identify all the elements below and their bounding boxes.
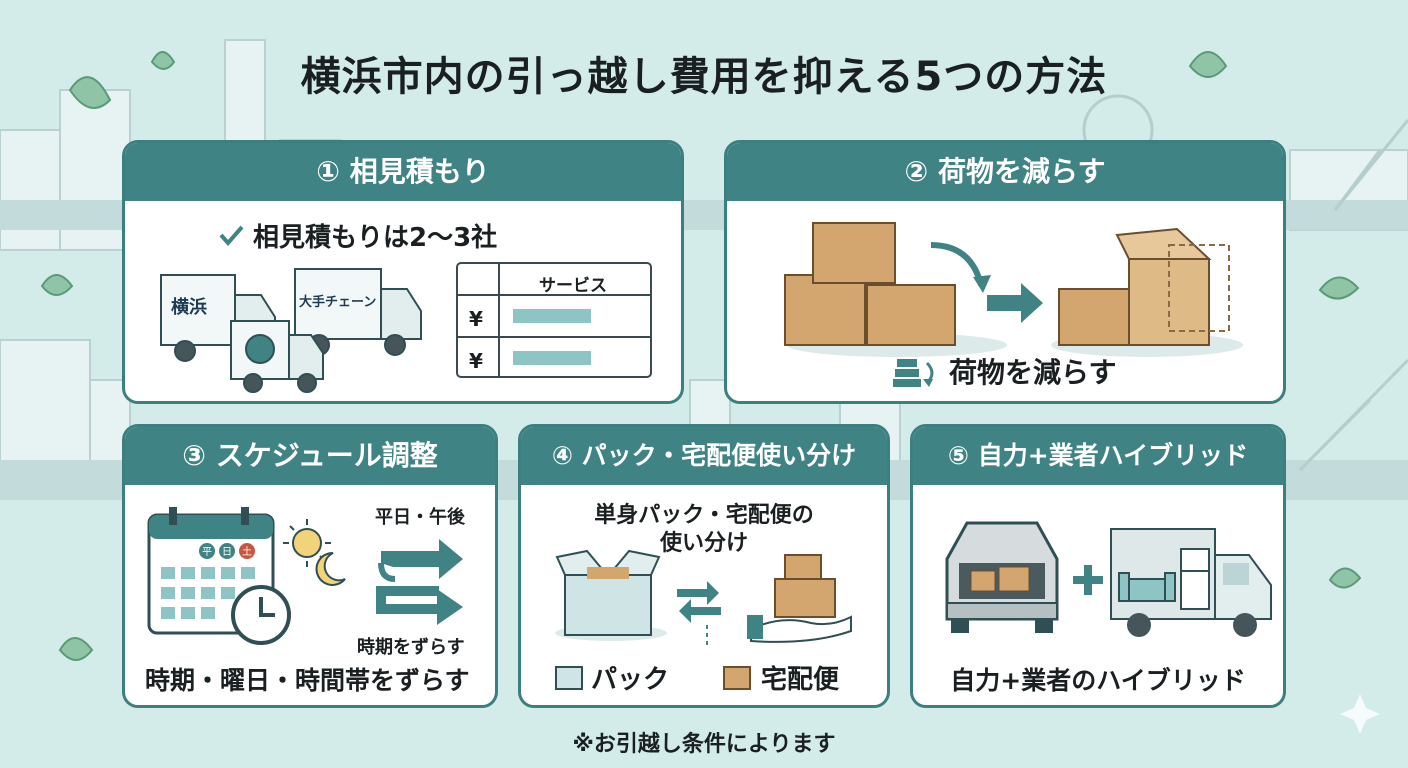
- footnote: ※お引越し条件によります: [572, 732, 836, 757]
- card-heading: ③ スケジュール調整: [125, 427, 495, 485]
- card-heading: ④ パック・宅配便使い分け: [521, 427, 887, 485]
- sparkle-icon: [1340, 694, 1380, 734]
- card-caption: 荷物を減らす: [949, 356, 1117, 389]
- sun-icon: [292, 528, 322, 558]
- stack-icon: [893, 359, 934, 387]
- card-caption: 自力+業者のハイブリッド: [950, 666, 1246, 695]
- box-icon: [555, 666, 583, 690]
- card-heading: ② 荷物を減らす: [727, 143, 1283, 201]
- exchange-icon: [677, 581, 721, 623]
- sun-moon-icon: [283, 519, 346, 586]
- day-chip-saturday: 土: [242, 545, 252, 558]
- leaf-icon: [40, 51, 1362, 661]
- sofa-icon: [1118, 572, 1176, 602]
- check-text: 相見積もりは2〜3社: [253, 223, 498, 253]
- price-table: [456, 262, 652, 378]
- table-header: サービス: [539, 276, 607, 296]
- box-icon: [784, 222, 1243, 357]
- table-yen-1: ¥: [469, 307, 483, 331]
- hand-icon: [750, 615, 852, 643]
- card-heading: ⑤ 自力+業者ハイブリッド: [913, 427, 1283, 485]
- day-chip-weekday: 平: [202, 547, 212, 558]
- card-subtitle-2: 使い分け: [659, 531, 748, 556]
- card-heading: ① 相見積もり: [125, 143, 681, 201]
- moon-icon: [315, 551, 346, 586]
- legend-delivery: 宅配便: [761, 665, 840, 695]
- card-subtitle-1: 単身パック・宅配便の: [594, 503, 814, 528]
- day-chip-day: 日: [222, 547, 232, 558]
- card-pack-delivery: ④ パック・宅配便使い分け 単身パック・宅配便の 使い分け パック: [518, 424, 890, 708]
- calendar-icon: 平 日 土: [147, 507, 291, 645]
- fridge-icon: [1180, 548, 1210, 610]
- truck-label-yokohama: 横浜: [171, 297, 207, 318]
- table-yen-2: ¥: [469, 349, 483, 373]
- card-caption: 時期・曜日・時間帯をずらす: [145, 666, 470, 695]
- pack-delivery-illustration: [555, 549, 852, 645]
- arrow-bottom-label: 時期をずらす: [357, 637, 465, 658]
- card-hybrid: ⑤ 自力+業者ハイブリッド: [910, 424, 1286, 708]
- truck-label-chain: 大手チェーン: [299, 295, 377, 310]
- card-schedule: ③ スケジュール調整 平 日 土: [122, 424, 498, 708]
- legend-pack: パック: [591, 665, 670, 695]
- card-estimate: ① 相見積もり 相見積もりは2〜3社 横浜 大手チェーン: [122, 140, 684, 404]
- truck-icon: [1110, 528, 1272, 637]
- box-icon: [723, 666, 751, 690]
- truck-icon: [160, 268, 422, 393]
- car-icon: [945, 521, 1059, 633]
- page-title: 横浜市内の引っ越し費用を抑える5つの方法: [300, 54, 1108, 100]
- card-reduce: ② 荷物を減らす 荷物を減らす: [724, 140, 1286, 404]
- arrow-top-label: 平日・午後: [375, 507, 465, 528]
- plus-icon: [1073, 565, 1103, 595]
- arrow-icon: [376, 539, 463, 625]
- check-icon: [219, 225, 244, 247]
